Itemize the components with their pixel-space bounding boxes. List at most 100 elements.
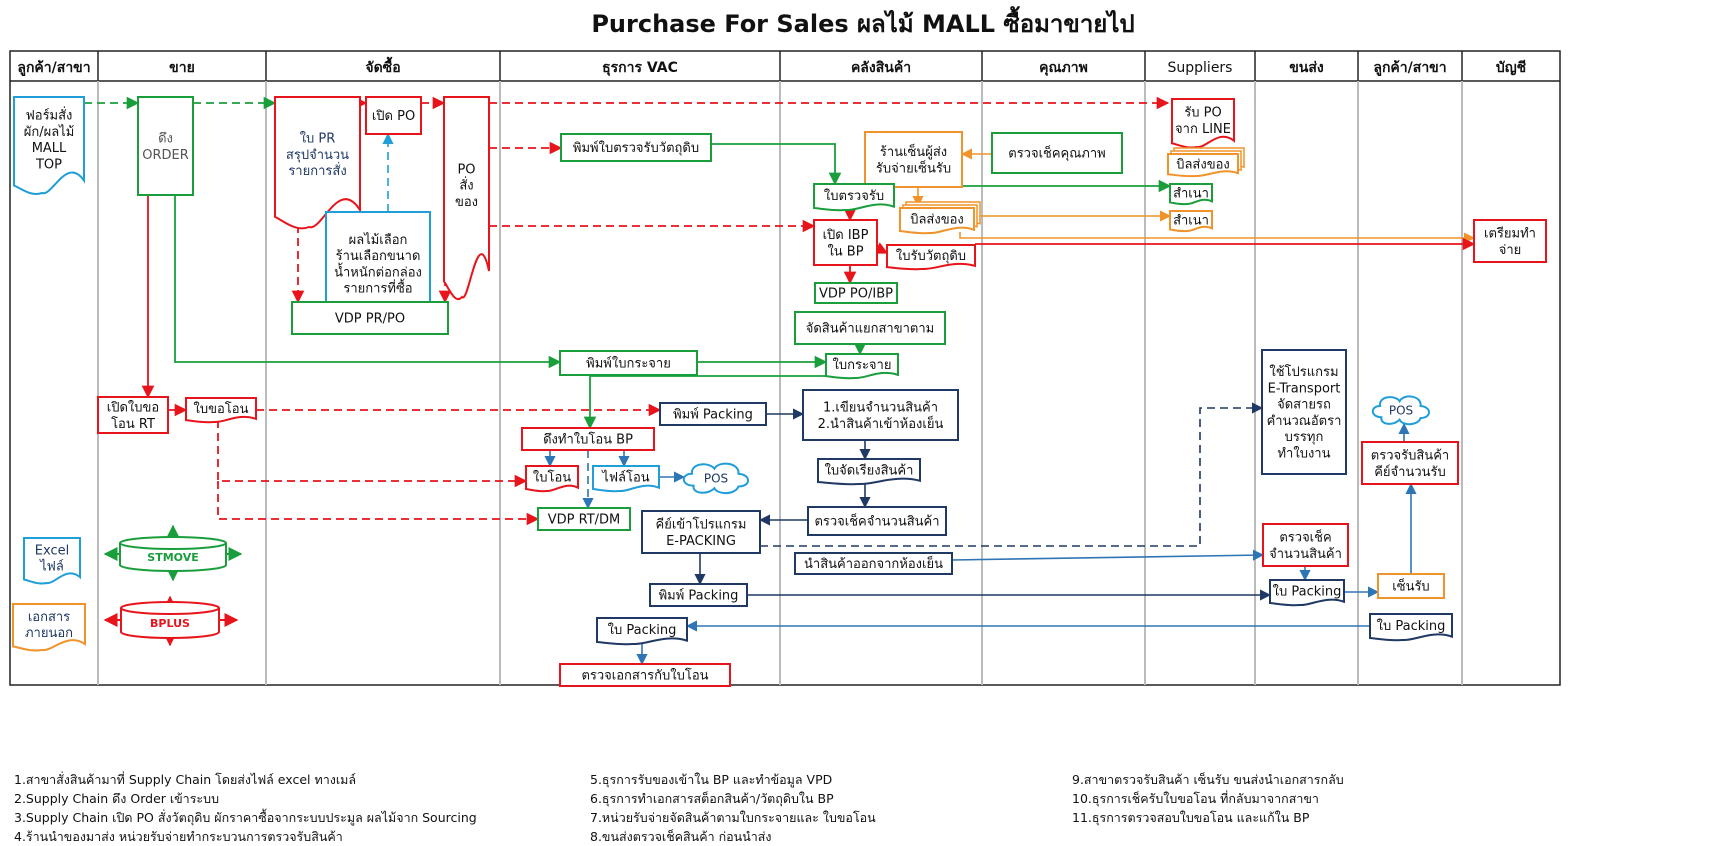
fruit-selection-note-text-2: ร้านเลือกขนาด — [336, 248, 421, 264]
order-form-document-text-1: ฟอร์มสั่ง — [26, 107, 73, 124]
sign-receive-box-text-1: เซ็นรับ — [1392, 577, 1429, 595]
warehouse-steps-box-text-2: 2.นำสินค้าเข้าห้องเย็น — [818, 414, 944, 432]
shop-sign-box-text-2: รับจ่ายเซ็นรับ — [876, 158, 951, 176]
arrange-goods-document: ใบจัดเรียงสินค้า — [817, 458, 921, 486]
svg-text:คุณภาพ: คุณภาพ — [1039, 60, 1088, 76]
edge-transfer-req-to-vdp-rtdm — [217, 481, 540, 526]
arrange-goods-document-text-1: ใบจัดเรียงสินค้า — [825, 463, 914, 479]
note-1: 1.สาขาสั่งสินค้ามาที่ Supply Chain โดยส่… — [14, 772, 356, 787]
copy-document-2: สำเนา — [1169, 210, 1213, 233]
po-order-document-text-2: สั่ง — [459, 177, 473, 194]
pos-cloud-2: POS — [1371, 395, 1430, 426]
fruit-selection-note: ผลไม้เลือกร้านเลือกขนาดน้ำหนักต่อกล่องรา… — [325, 211, 431, 316]
packing-slip-admin-text-1: ใบ Packing — [608, 622, 677, 638]
svg-text:ธุรการ VAC: ธุรการ VAC — [602, 60, 678, 76]
print-distribution-box: พิมพ์ใบกระจาย — [559, 350, 698, 376]
po-order-document-text-3: ของ — [455, 195, 478, 210]
check-documents-box: ตรวจเอกสารกับใบโอน — [559, 663, 731, 687]
print-packing-box-2-text-1: พิมพ์ Packing — [659, 588, 739, 604]
vdp-po-ibp-box-text-1: VDP PO/IBP — [819, 287, 893, 302]
order-form-document-text-4: TOP — [35, 157, 62, 172]
lane-purchasing-header: จัดซื้อ — [265, 51, 401, 81]
supplier-delivery-bill-stack: บิลส่งของ — [1167, 147, 1245, 178]
note-5: 5.ธุรการรับของเข้าใน BP และทำข้อมูล VPD — [590, 772, 833, 787]
count-check-box: ตรวจเช็คจำนวนสินค้า — [807, 506, 947, 536]
svg-text:คลังสินค้า: คลังสินค้า — [851, 60, 911, 76]
vdp-po-ibp-box: VDP PO/IBP — [814, 282, 898, 304]
open-transfer-request-box-text-2: โอน RT — [111, 416, 155, 432]
transfer-document: ใบโอน — [525, 465, 579, 493]
note-8: 8.ขนส่งตรวจเช็คสินค้า ก่อนนำส่ง — [590, 829, 772, 844]
edge-wh-bill-to-payment — [959, 232, 1476, 244]
note-11: 11.ธุรการตรวจสอบใบขอโอน และแก้ใน BP — [1072, 810, 1310, 825]
e-transport-box-text-6: ทำใบงาน — [1277, 445, 1330, 461]
order-form-document-text-3: MALL — [32, 141, 67, 156]
packing-slip-branch-text-1: ใบ Packing — [1377, 618, 1446, 634]
open-po-box-text-1: เปิด PO — [372, 109, 415, 124]
pos-cloud-1-text-1: POS — [704, 471, 728, 485]
open-po-box: เปิด PO — [365, 96, 422, 135]
vdp-rt-dm-box-text-1: VDP RT/DM — [548, 513, 621, 528]
packing-slip-transport-text-1: ใบ Packing — [1273, 584, 1342, 600]
print-receipt-check-box: พิมพ์ใบตรวจรับวัตถุดิบ — [560, 133, 712, 162]
distribution-document-text-1: ใบกระจาย — [833, 357, 892, 373]
key-e-packing-box-text-1: คีย์เข้าโปรแกรม — [656, 517, 747, 533]
receive-po-line-document-text-2: จาก LINE — [1175, 122, 1231, 137]
supplier-delivery-bill-stack-text-1: บิลส่งของ — [1176, 157, 1230, 172]
note-4: 4.ร้านนำของมาส่ง หน่วยรับจ่ายทำกระบวนการ… — [14, 829, 343, 844]
note-3: 3.Supply Chain เปิด PO สั่งวัตถุดิบ ผักร… — [14, 810, 477, 825]
e-transport-box-text-2: E-Transport — [1268, 381, 1341, 396]
lane-warehouse-header: คลังสินค้า — [779, 51, 911, 81]
transport-check-box-text-1: ตรวจเช็ค — [1279, 528, 1331, 546]
lane-transport-header: ขนส่ง — [1254, 51, 1324, 81]
open-transfer-request-box-text-1: เปิดใบขอ — [107, 400, 159, 416]
receive-po-line-document-text-1: รับ PO — [1184, 106, 1221, 121]
stmove-database: STMOVE — [119, 536, 227, 572]
prepare-payment-box: เตรียมทำจ่าย — [1473, 219, 1547, 263]
svg-text:บัญชี: บัญชี — [1496, 60, 1527, 76]
note-7: 7.หน่วยรับจ่ายจัดสินค้าตามใบกระจายและ ใบ… — [590, 810, 876, 825]
print-packing-box-2: พิมพ์ Packing — [649, 583, 748, 607]
packing-slip-transport: ใบ Packing — [1269, 579, 1345, 607]
edge-order-to-distribution — [174, 193, 562, 369]
legend-excel-file-text-1: Excel — [35, 543, 69, 558]
lane-branch-header: ลูกค้า/สาขา — [1357, 51, 1447, 81]
bplus-database: BPLUS — [120, 601, 220, 639]
svg-text:จัดซื้อ: จัดซื้อ — [365, 56, 400, 76]
distribution-document: ใบกระจาย — [825, 353, 899, 380]
svg-text:ขาย: ขาย — [169, 60, 195, 76]
e-transport-box-text-5: บรรทุก — [1285, 430, 1324, 445]
bplus-database-label: BPLUS — [150, 617, 190, 630]
take-out-cold-room-box-text-1: นำสินค้าออกจากห้องเย็น — [804, 554, 943, 572]
allocate-branch-box: จัดสินค้าแยกสาขาตาม — [794, 311, 946, 345]
legend-external-document-text-2: ภายนอก — [25, 626, 73, 641]
transfer-document-text-1: ใบโอน — [533, 470, 571, 486]
prepare-payment-box-text-1: เตรียมทำ — [1484, 226, 1536, 242]
check-documents-box-text-1: ตรวจเอกสารกับใบโอน — [581, 668, 708, 684]
branch-check-count-box-text-2: คีย์จำนวนรับ — [1374, 464, 1446, 480]
print-distribution-box-text-1: พิมพ์ใบกระจาย — [586, 356, 671, 372]
transfer-request-document: ใบขอโอน — [185, 397, 257, 424]
po-order-document: POสั่งของ — [443, 96, 490, 300]
lane-quality-header: คุณภาพ — [981, 51, 1088, 81]
shop-sign-box: ร้านเซ็นผู้ส่งรับจ่ายเซ็นรับ — [864, 131, 963, 188]
fruit-selection-note-text-1: ผลไม้เลือก — [349, 232, 408, 248]
copy-document-2-text-1: สำเนา — [1173, 213, 1209, 228]
transfer-file-document-text-1: ไฟล์โอน — [601, 470, 649, 486]
copy-document-1: สำเนา — [1169, 183, 1213, 206]
note-2: 2.Supply Chain ดึง Order เข้าระบบ — [14, 791, 219, 806]
fruit-selection-note-text-3: น้ำหนักต่อกล่อง — [334, 262, 422, 280]
vdp-rt-dm-box: VDP RT/DM — [537, 507, 631, 531]
pull-order-box-text-1: ดึง — [158, 132, 173, 147]
purchase-request-document-text-3: รายการสั่ง — [288, 162, 346, 179]
pull-transfer-bp-box-text-1: ดึงทำใบโอน BP — [543, 432, 633, 448]
count-check-box-text-1: ตรวจเช็คจำนวนสินค้า — [814, 512, 939, 530]
